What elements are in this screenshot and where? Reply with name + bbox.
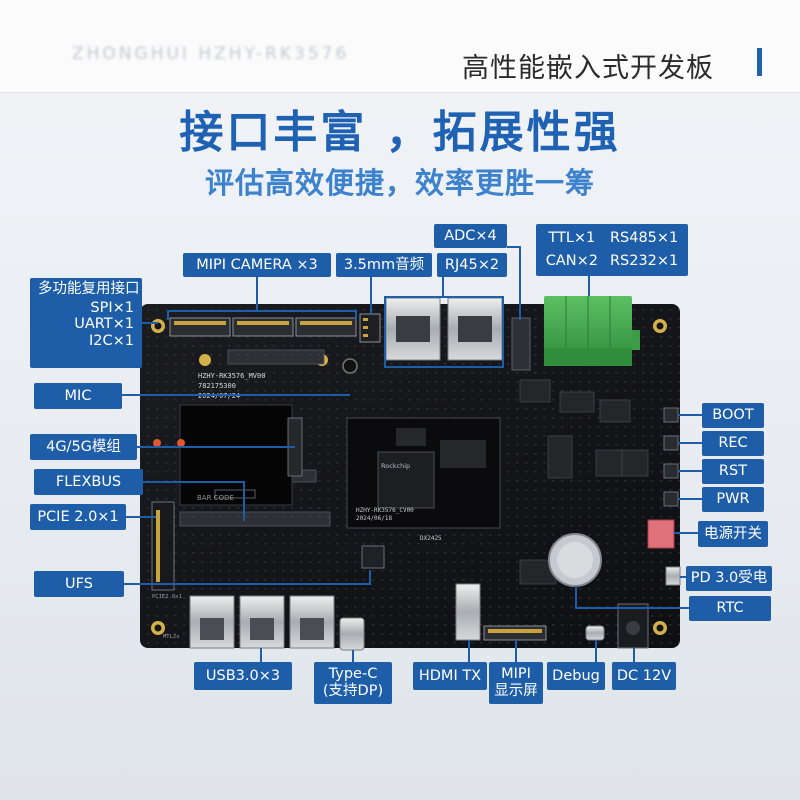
label-serial-bus: TTL×1 RS485×1 CAN×2 RS232×1	[536, 224, 688, 276]
label-rj45: RJ45×2	[437, 253, 507, 277]
label-adc: ADC×4	[434, 224, 507, 248]
label-mipi-display: MIPI 显示屏	[489, 662, 543, 704]
label-mic: MIC	[34, 383, 122, 409]
bar-code-silk: BAR CODE	[197, 494, 234, 502]
usb3-ports	[189, 595, 335, 649]
label-mipi-line1: MIPI	[501, 666, 531, 683]
typec-dp-port	[339, 617, 365, 651]
headline: 接口丰富 ，拓展性强	[179, 107, 621, 158]
som-date-silk: 2024/06/18	[356, 515, 393, 522]
ufs-slot	[361, 545, 385, 569]
label-pcie: PCIE 2.0×1	[30, 504, 126, 530]
label-rst: RST	[702, 459, 764, 484]
label-audio-jack: 3.5mm音频	[336, 253, 432, 277]
label-rs485: RS485×1	[609, 230, 679, 247]
mipi-camera-connectors	[169, 317, 357, 337]
title-accent-bar	[757, 48, 762, 76]
mtl-silk: MTL2x	[163, 634, 180, 640]
label-boot: BOOT	[702, 403, 764, 428]
label-dc-12v: DC 12V	[612, 662, 676, 690]
rj45-ports	[385, 297, 503, 361]
label-uart: UART×1	[74, 316, 134, 333]
hdmi-port	[455, 583, 481, 641]
product-title: 高性能嵌入式开发板	[462, 53, 714, 84]
terminal-blocks	[544, 296, 640, 366]
label-ttl: TTL×1	[548, 230, 596, 247]
label-mipi-camera: MIPI CAMERA ×3	[183, 253, 331, 277]
adc-header	[511, 317, 531, 371]
subheadline: 评估高效便捷，效率更胜一筹	[204, 166, 595, 200]
label-debug: Debug	[547, 662, 605, 690]
label-power-switch: 电源开关	[698, 521, 768, 547]
label-4g5g-module: 4G/5G模组	[30, 434, 137, 460]
debug-port	[585, 625, 605, 641]
label-rec: REC	[702, 431, 764, 456]
label-typec-line1: Type-C	[328, 666, 378, 683]
mic	[342, 358, 358, 374]
chip-brand-silk: Rockchip	[381, 462, 410, 470]
label-multi-function-title: 多功能复用接口	[38, 281, 140, 297]
label-typec-dp: Type-C (支持DP)	[314, 662, 392, 704]
label-mipi-line2: 显示屏	[494, 683, 538, 699]
top-bar: ZHONGHUI HZHY-RK3576 高性能嵌入式开发板	[0, 0, 800, 93]
label-i2c: I2C×1	[88, 333, 134, 350]
board-date-silk: 2024/07/24	[198, 392, 240, 400]
label-typec-line2: (支持DP)	[322, 683, 384, 699]
board-serial-silk: 782175300	[198, 382, 236, 390]
label-ufs: UFS	[34, 571, 124, 597]
label-pd-power: PD 3.0受电	[686, 566, 772, 591]
board-model-silk: HZHY-RK3576_MV00	[198, 372, 265, 380]
pd-typec-port	[665, 566, 681, 586]
label-rs232: RS232×1	[609, 253, 679, 270]
label-multi-function-port: 多功能复用接口 SPI×1 UART×1 I2C×1	[30, 278, 142, 368]
label-flexbus: FLEXBUS	[34, 469, 143, 495]
label-can: CAN×2	[545, 253, 598, 270]
som-model-silk: HZHY-RK3576_CV00	[356, 507, 414, 514]
modem-area	[179, 404, 293, 506]
brand-logo: ZHONGHUI HZHY-RK3576	[72, 44, 350, 62]
soc-chip	[377, 451, 435, 509]
label-spi: SPI×1	[90, 299, 134, 316]
label-hdmi-tx: HDMI TX	[413, 662, 487, 690]
som-lot-silk: DX2425	[420, 535, 442, 542]
label-usb3: USB3.0×3	[194, 662, 292, 690]
label-pwr: PWR	[702, 487, 764, 512]
power-switch	[647, 519, 675, 549]
pcie-silk: PCIE2.0x1	[152, 594, 182, 600]
label-rtc: RTC	[689, 596, 771, 621]
